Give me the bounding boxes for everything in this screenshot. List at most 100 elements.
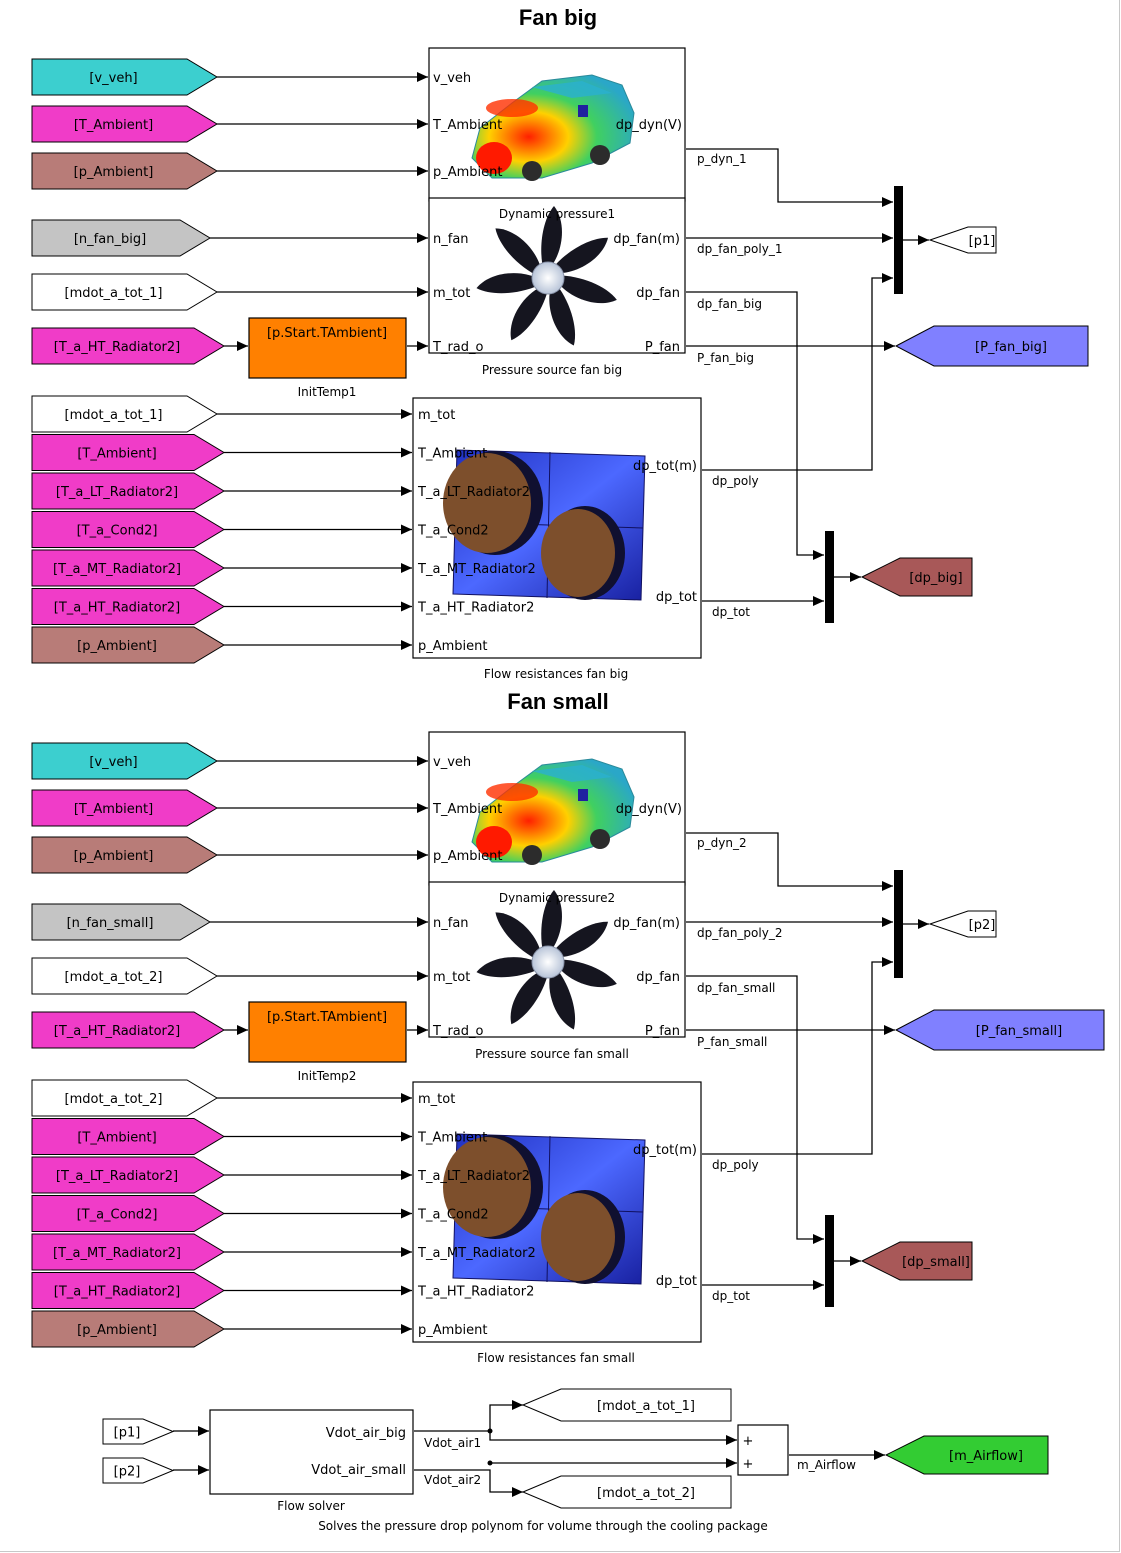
cooling-package-picture (443, 1133, 646, 1285)
port-label: m_tot (418, 408, 455, 423)
from-tag-T_a_HT_Radiator2[interactable]: [T_a_HT_Radiator2] (31, 327, 225, 365)
tag-label: [T_Ambient] (77, 1131, 156, 1146)
from-tag-T_Ambient[interactable]: [T_Ambient] (31, 1118, 225, 1155)
goto-tag-dp[interactable]: [dp_small] (860, 1241, 973, 1281)
tag-shape (860, 1241, 973, 1281)
tag-shape (31, 836, 218, 874)
port-label: T_Ambient (432, 118, 502, 133)
mux-dp[interactable] (825, 1215, 834, 1307)
port-label: P_fan (645, 1024, 680, 1039)
from-tag-mdot_a_tot_2[interactable]: [mdot_a_tot_2] (31, 957, 218, 995)
car-window-shape (532, 81, 612, 98)
fan-disc-shape (541, 1193, 615, 1281)
arrowhead (850, 572, 861, 582)
arrowhead (918, 235, 929, 245)
init-temp-block[interactable] (248, 1001, 407, 1063)
fan-blade-shape (549, 965, 575, 1030)
tag-shape (31, 1272, 225, 1309)
from-tag-p_Ambient[interactable]: [p_Ambient] (31, 152, 218, 190)
tag-shape (31, 1118, 225, 1155)
from-tag-T_a_MT_Radiator2[interactable]: [T_a_MT_Radiator2] (31, 549, 225, 587)
sum-sign: + (743, 1434, 754, 1449)
goto-tag-dp[interactable]: [dp_big] (860, 557, 973, 597)
car-wheel-shape (590, 145, 610, 165)
from-tag-mdot_a_tot_1[interactable]: [mdot_a_tot_1] (31, 273, 218, 311)
car-hotspot-shape (486, 783, 538, 801)
sum-block[interactable] (737, 1424, 789, 1476)
goto-tag-mdot-1[interactable]: [mdot_a_tot_1] (521, 1388, 732, 1422)
tag-label: [n_fan_big] (74, 232, 146, 247)
port-label: dp_tot(m) (633, 1143, 697, 1158)
wire-label: dp_fan_poly_1 (697, 242, 782, 256)
tag-shape (31, 1156, 225, 1194)
solver-input-tag[interactable]: [p2] (102, 1457, 175, 1484)
tag-shape (521, 1388, 732, 1422)
arrowhead (417, 166, 428, 176)
goto-tag-p[interactable]: [p1] (928, 226, 997, 254)
tag-shape (31, 588, 225, 625)
from-tag-p_Ambient[interactable]: [p_Ambient] (31, 626, 225, 664)
tag-label: [T_a_LT_Radiator2] (56, 485, 178, 500)
section-title: Fan big (519, 5, 597, 30)
fan-blade-shape (549, 281, 575, 346)
from-tag-T_a_HT_Radiator2[interactable]: [T_a_HT_Radiator2] (31, 588, 225, 625)
tag-label: [p2] (969, 918, 996, 933)
tag-label: [mdot_a_tot_2] (65, 970, 163, 985)
from-tag-mdot_a_tot_1[interactable]: [mdot_a_tot_1] (31, 395, 218, 433)
fan-blade-shape (476, 273, 544, 294)
from-tag-v_veh[interactable]: [v_veh] (31, 742, 218, 780)
tag-shape (31, 1195, 225, 1232)
arrowhead (882, 273, 893, 283)
from-tag-T_a_Cond2[interactable]: [T_a_Cond2] (31, 1195, 225, 1232)
mux-pressure[interactable] (894, 186, 903, 294)
from-tag-T_a_HT_Radiator2[interactable]: [T_a_HT_Radiator2] (31, 1272, 225, 1309)
from-tag-n_fan_big[interactable]: [n_fan_big] (31, 219, 211, 257)
goto-tag-P-fan[interactable]: [P_fan_small] (894, 1009, 1105, 1051)
car-hotspot-shape (486, 99, 538, 117)
fan-hub-shape (531, 945, 565, 979)
arrowhead (882, 197, 893, 207)
from-tag-p_Ambient[interactable]: [p_Ambient] (31, 836, 218, 874)
port-label: n_fan (433, 916, 469, 931)
fan-blade-shape (495, 228, 542, 278)
port-label: p_Ambient (418, 1323, 488, 1338)
flow-solver-block[interactable] (209, 1409, 414, 1495)
tag-label: [T_a_Cond2] (77, 524, 158, 539)
fan-blade-shape (554, 275, 617, 304)
goto-tag-P-fan[interactable]: [P_fan_big] (894, 325, 1089, 367)
from-tag-T_a_LT_Radiator2[interactable]: [T_a_LT_Radiator2] (31, 1156, 225, 1194)
car-front-hotspot-shape (476, 826, 512, 858)
from-tag-T_Ambient[interactable]: [T_Ambient] (31, 789, 218, 827)
goto-tag-m-airflow[interactable]: [m_Airflow] (884, 1435, 1049, 1475)
tag-label: [mdot_a_tot_2] (597, 1486, 695, 1501)
from-tag-n_fan_small[interactable]: [n_fan_small] (31, 903, 211, 941)
init-temp-block[interactable] (248, 317, 407, 379)
port-label: Vdot_air_big (326, 1426, 406, 1441)
from-tag-p_Ambient[interactable]: [p_Ambient] (31, 1310, 225, 1348)
wire-label: dp_fan_small (697, 981, 775, 995)
from-tag-T_Ambient[interactable]: [T_Ambient] (31, 434, 225, 471)
mux-pressure[interactable] (894, 870, 903, 978)
goto-tag-mdot-2[interactable]: [mdot_a_tot_2] (521, 1475, 732, 1509)
tag-label: [mdot_a_tot_1] (65, 286, 163, 301)
arrowhead (813, 1234, 824, 1244)
arrowhead (512, 1487, 523, 1497)
block-name: Dynamic pressure2 (499, 891, 615, 905)
arrowhead (198, 1465, 209, 1475)
mux-dp[interactable] (825, 531, 834, 623)
from-tag-v_veh[interactable]: [v_veh] (31, 58, 218, 96)
from-tag-T_a_MT_Radiator2[interactable]: [T_a_MT_Radiator2] (31, 1233, 225, 1271)
from-tag-T_a_LT_Radiator2[interactable]: [T_a_LT_Radiator2] (31, 472, 225, 510)
arrowhead (850, 1256, 861, 1266)
solver-input-tag[interactable]: [p1] (102, 1418, 175, 1445)
port-label: dp_fan (636, 970, 680, 985)
wire-label: dp_fan_big (697, 297, 762, 311)
goto-tag-p[interactable]: [p2] (928, 910, 997, 938)
from-tag-T_a_HT_Radiator2[interactable]: [T_a_HT_Radiator2] (31, 1011, 225, 1049)
tag-shape (102, 1418, 175, 1445)
arrowhead (874, 1450, 885, 1460)
block-layer (209, 47, 903, 1495)
from-tag-T_Ambient[interactable]: [T_Ambient] (31, 105, 218, 143)
from-tag-mdot_a_tot_2[interactable]: [mdot_a_tot_2] (31, 1079, 218, 1117)
from-tag-T_a_Cond2[interactable]: [T_a_Cond2] (31, 511, 225, 548)
